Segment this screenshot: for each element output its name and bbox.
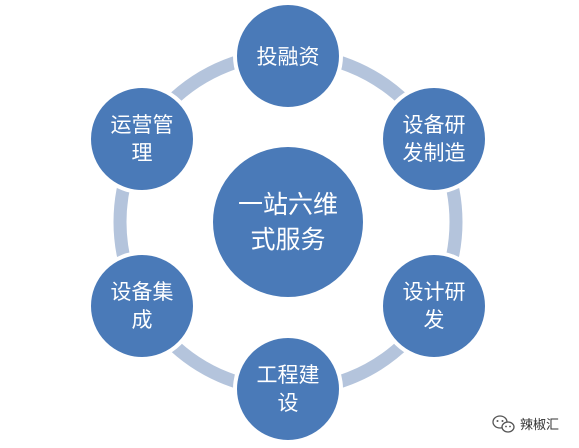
node-operations-circle (87, 84, 197, 194)
node-design-rd: 设计研 发 (379, 251, 489, 361)
center-node-label-line2: 式服务 (250, 225, 325, 254)
node-equipment-rd-circle (379, 84, 489, 194)
node-equipment-rd-label-line2: 发制造 (403, 141, 466, 165)
watermark-text: 辣椒汇 (520, 418, 559, 433)
node-financing-label: 投融资 (257, 45, 320, 69)
node-design-rd-label-line1: 设计研 (403, 280, 466, 304)
watermark: 辣椒汇 (492, 415, 559, 433)
node-integration: 设备集 成 (87, 251, 197, 361)
node-integration-circle (87, 251, 197, 361)
node-construction: 工程建 设 (233, 334, 343, 444)
node-equipment-rd: 设备研 发制造 (379, 84, 489, 194)
wechat-icon (492, 415, 515, 433)
node-design-rd-circle (379, 251, 489, 361)
node-financing: 投融资 (233, 1, 343, 111)
center-node: 一站六维 式服务 (209, 143, 367, 301)
node-integration-label-line1: 设备集 (111, 280, 174, 304)
node-financing-circle (233, 1, 343, 111)
node-equipment-rd-label-line1: 设备研 (403, 113, 466, 137)
node-operations-label-line1: 运营管 (111, 113, 174, 137)
center-node-label-line1: 一站六维 (238, 190, 338, 219)
node-design-rd-label-line2: 发 (424, 308, 445, 332)
node-integration-label-line2: 成 (132, 308, 153, 332)
node-construction-label-line2: 设 (278, 391, 299, 415)
center-node-circle (209, 143, 367, 301)
node-construction-label-line1: 工程建 (257, 363, 320, 387)
node-operations: 运营管 理 (87, 84, 197, 194)
node-operations-label-line2: 理 (132, 141, 153, 165)
node-construction-circle (233, 334, 343, 444)
